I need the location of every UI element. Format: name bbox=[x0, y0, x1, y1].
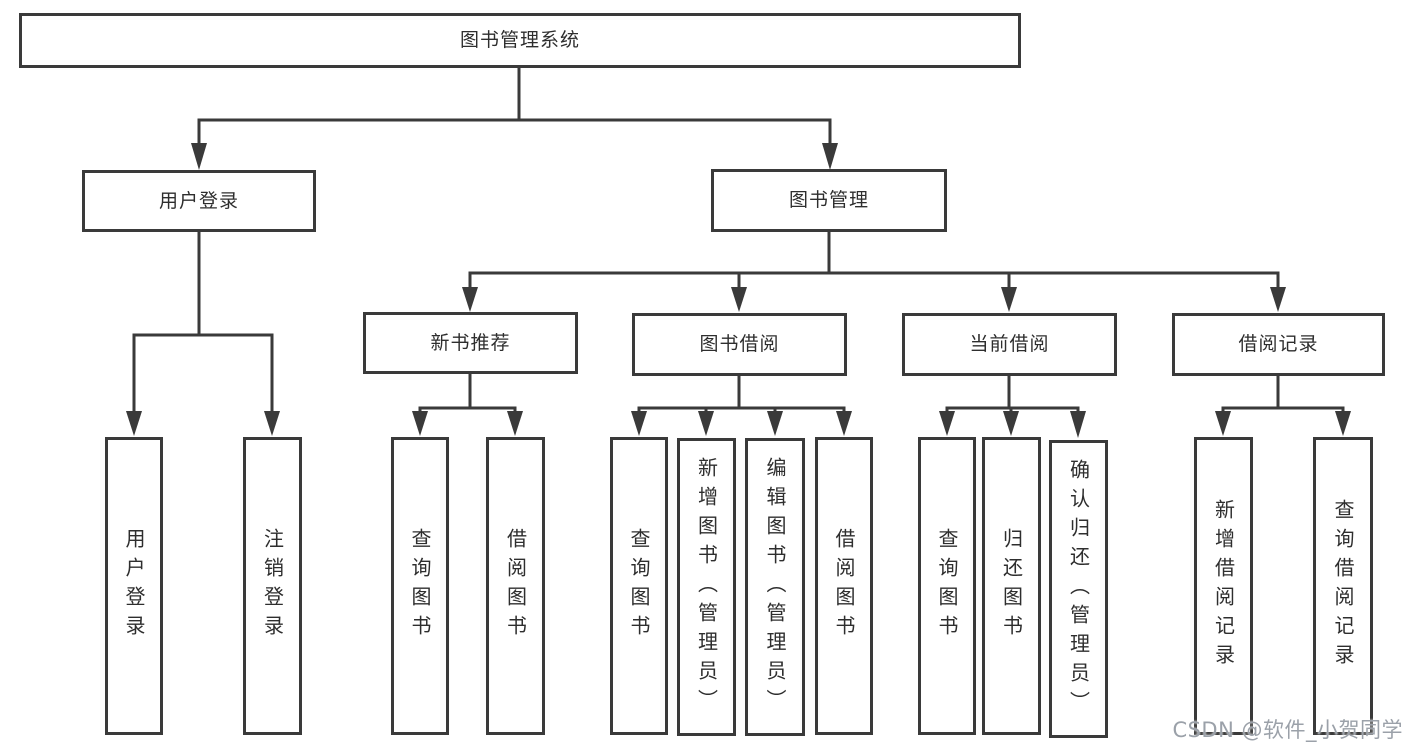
leaf-logout: 注销登录 bbox=[243, 437, 302, 735]
node-label: 注销登录 bbox=[260, 528, 285, 644]
node-label: 归还图书 bbox=[999, 528, 1024, 644]
csdn-watermark: CSDN @软件_小贺同学 bbox=[1172, 718, 1403, 742]
leaf-bb-edit-books-admin: 编辑图书（管理员） bbox=[745, 438, 805, 736]
node-label: 借阅图书 bbox=[832, 528, 856, 644]
node-label: 用户登录 bbox=[122, 528, 146, 644]
node-label: 确认归还（管理员） bbox=[1066, 458, 1091, 720]
node-label: 查询图书 bbox=[935, 528, 959, 644]
leaf-bb-query-books: 查询图书 bbox=[610, 437, 668, 735]
node-label: 查询图书 bbox=[408, 528, 432, 644]
node-library-management-system: 图书管理系统 bbox=[19, 13, 1021, 68]
node-label: 借阅记录 bbox=[1238, 333, 1319, 355]
arrowheads bbox=[126, 143, 1351, 438]
node-label: 新增图书（管理员） bbox=[694, 456, 719, 718]
node-label: 用户登录 bbox=[158, 189, 239, 212]
node-label: 图书借阅 bbox=[699, 333, 780, 355]
leaf-user-login: 用户登录 bbox=[105, 437, 163, 735]
node-label: 查询图书 bbox=[627, 528, 651, 644]
node-label: 当前借阅 bbox=[969, 333, 1050, 355]
node-borrow-records: 借阅记录 bbox=[1172, 313, 1385, 376]
leaf-br-add-record: 新增借阅记录 bbox=[1194, 437, 1253, 735]
node-label: 借阅图书 bbox=[503, 528, 528, 644]
node-label: 新增借阅记录 bbox=[1211, 499, 1236, 673]
leaf-bb-borrow-books: 借阅图书 bbox=[815, 437, 873, 735]
leaf-cb-return-books: 归还图书 bbox=[982, 437, 1041, 735]
node-new-book-recommend: 新书推荐 bbox=[363, 312, 578, 374]
node-current-borrowing: 当前借阅 bbox=[902, 313, 1117, 376]
node-label: 新书推荐 bbox=[430, 331, 511, 354]
leaf-bb-add-books-admin: 新增图书（管理员） bbox=[677, 438, 736, 736]
node-book-borrowing: 图书借阅 bbox=[632, 313, 847, 376]
leaf-nbr-borrow-books: 借阅图书 bbox=[486, 437, 545, 735]
node-label: 图书管理系统 bbox=[459, 29, 580, 51]
node-label: 查询借阅记录 bbox=[1331, 499, 1355, 673]
leaf-nbr-query-books: 查询图书 bbox=[391, 437, 449, 735]
node-label: 图书管理 bbox=[788, 189, 869, 211]
connector-segments bbox=[132, 68, 1345, 413]
leaf-cb-query-books: 查询图书 bbox=[918, 437, 976, 735]
leaf-br-query-record: 查询借阅记录 bbox=[1313, 437, 1373, 735]
node-book-management: 图书管理 bbox=[711, 169, 947, 232]
node-label: 编辑图书（管理员） bbox=[763, 456, 787, 718]
node-user-login: 用户登录 bbox=[82, 170, 316, 232]
leaf-cb-confirm-return-admin: 确认归还（管理员） bbox=[1049, 440, 1108, 738]
